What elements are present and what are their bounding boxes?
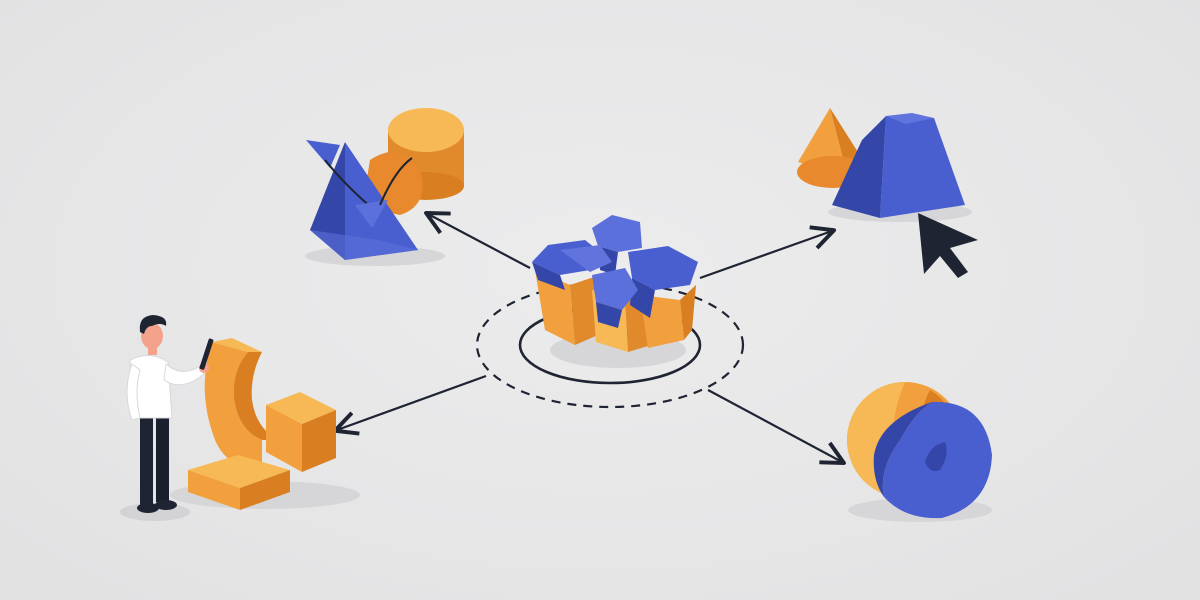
bottom-right-shape-group: [847, 382, 992, 522]
split-sphere: [847, 382, 992, 519]
hub-dashed-ring: [475, 281, 745, 409]
orange-base-block: [188, 455, 290, 510]
connection-arrows: [332, 210, 846, 466]
orange-cube-block: [266, 392, 336, 472]
top-left-shape-group: [305, 108, 464, 266]
cursor-icon: [918, 213, 978, 278]
top-right-shape-group: [797, 108, 978, 278]
blue-truncated-pyramid: [832, 113, 965, 218]
arrow-icon: [699, 225, 837, 280]
arrow-icon: [332, 374, 487, 436]
center-hub: [475, 215, 745, 409]
center-block-cluster: [532, 215, 698, 352]
orange-curved-block: [204, 338, 278, 470]
person-figure: [126, 315, 214, 513]
arrow-icon: [424, 210, 531, 269]
bottom-left-shape-group: [120, 315, 360, 521]
flag-icon: [306, 140, 413, 228]
arrow-icon: [707, 389, 846, 466]
tablet-icon: [199, 338, 214, 370]
